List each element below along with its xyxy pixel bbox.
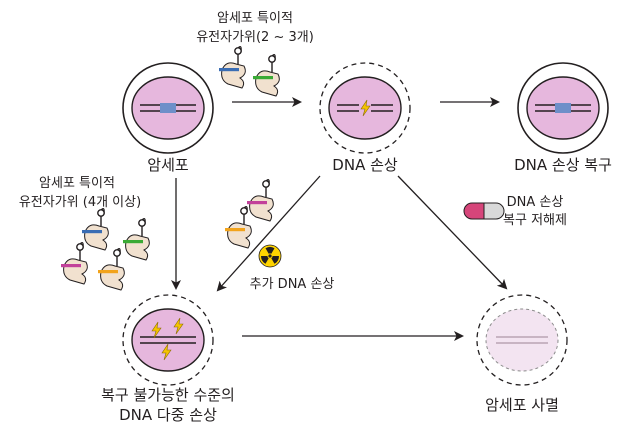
dead-cell xyxy=(476,294,568,386)
dna-repair-mark xyxy=(555,103,571,113)
cancer-cell xyxy=(122,62,214,154)
arrow-damage-to-multi xyxy=(216,175,321,292)
label-extra-damage: 추가 DNA 손상 xyxy=(250,277,335,292)
label-inhibitor-1: DNA 손상 xyxy=(507,195,564,210)
arrows xyxy=(171,97,508,341)
radiation-icon xyxy=(258,244,282,268)
gene-scissors-icon xyxy=(61,241,89,285)
gene-scissors-icon xyxy=(225,205,253,249)
gene-scissors-left xyxy=(61,207,151,291)
arrow-damage-to-death xyxy=(397,175,508,290)
label-inhibitor-2: 복구 저해제 xyxy=(503,213,567,228)
label-specific-scissors-left-2: 유전자가위 (4개 이상) xyxy=(19,195,141,210)
gene-scissors-icon xyxy=(98,247,126,291)
label-dna-damage: DNA 손상 xyxy=(332,156,398,174)
label-cancer-cell: 암세포 xyxy=(147,156,189,174)
label-specific-scissors-top-1: 암세포 특이적 xyxy=(217,11,293,26)
pill-icon xyxy=(463,202,505,220)
dna-repaired-cell xyxy=(517,62,609,154)
label-multi-damage-1: 복구 불가능한 수준의 xyxy=(101,386,235,404)
label-specific-scissors-left-1: 암세포 특이적 xyxy=(39,176,115,191)
gene-scissors-icon xyxy=(82,207,110,251)
gene-scissors-top xyxy=(219,45,281,97)
gene-scissors-icon xyxy=(253,53,281,97)
label-cell-death: 암세포 사멸 xyxy=(485,396,559,414)
label-specific-scissors-top-2: 유전자가위(2 ~ 3개) xyxy=(196,30,314,45)
gene-scissors-icon xyxy=(123,217,151,261)
multi-damage-cell xyxy=(122,294,214,386)
dna-target-mark xyxy=(160,103,176,113)
gene-scissors-icon xyxy=(247,178,275,222)
gene-scissors-icon xyxy=(219,45,247,89)
dna-damage-cell xyxy=(319,62,411,154)
label-dna-repair: DNA 손상 복구 xyxy=(514,156,612,174)
label-multi-damage-2: DNA 다중 손상 xyxy=(119,406,217,424)
gene-scissors-middle xyxy=(225,178,275,249)
